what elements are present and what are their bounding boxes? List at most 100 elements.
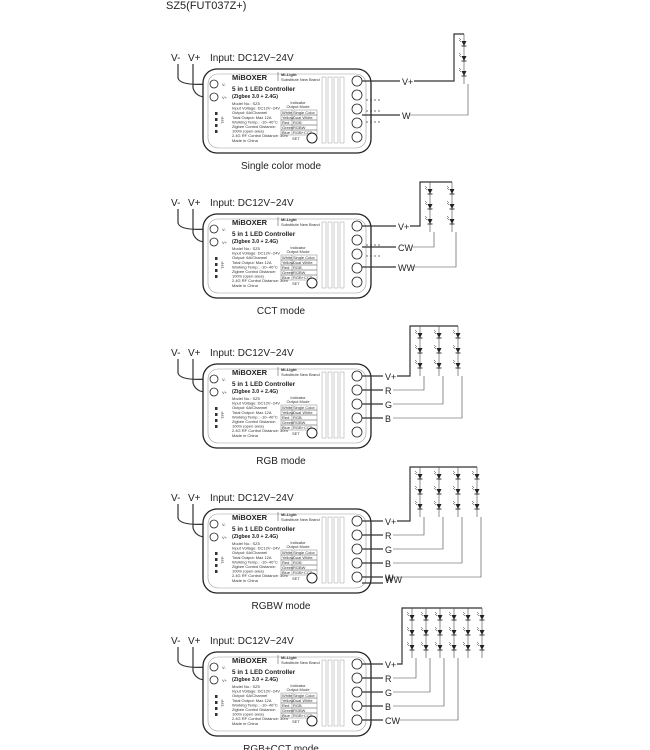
spec-line: Model No.: SZ5	[232, 246, 261, 251]
led-return-wire	[410, 84, 469, 116]
led-triangle	[417, 348, 423, 353]
mode-caption: RGB mode	[256, 456, 306, 467]
led-ray	[446, 202, 450, 206]
spec-line: 100m (open area)	[232, 569, 264, 574]
output-label: B	[385, 559, 391, 569]
led-triangle	[455, 504, 461, 509]
input-terminal-label-minus: V-	[222, 82, 226, 87]
set-button[interactable]	[306, 132, 318, 144]
indicator-color: Green	[282, 420, 293, 425]
output-terminal	[351, 686, 363, 698]
product-name: 5 in 1 LED Controller	[232, 231, 296, 238]
output-label: V+	[402, 77, 413, 87]
output-label: G	[385, 400, 392, 410]
set-button[interactable]	[306, 572, 318, 584]
led-ray	[420, 641, 424, 645]
side-indicator-pin	[215, 558, 218, 561]
led-ray	[434, 626, 438, 630]
set-button[interactable]	[306, 715, 318, 727]
output-terminal	[351, 248, 363, 260]
product-subtitle: (Zigbee 3.0 + 2.4G)	[232, 94, 278, 100]
indicator-mode: RGBW	[293, 708, 306, 713]
led-ray	[406, 613, 410, 617]
output-label: WW	[398, 263, 415, 273]
led-ray	[462, 613, 466, 617]
led-ray	[448, 626, 452, 630]
led-ray	[424, 185, 428, 189]
led-icon	[448, 611, 457, 621]
led-icon	[433, 485, 442, 495]
spec-line: 2.4G RF Control Distance: 30m	[232, 278, 288, 283]
brand-slogan-1: Mi-Light	[281, 655, 297, 660]
led-positive-rail	[397, 466, 477, 522]
led-icon	[414, 485, 423, 495]
brand-slogan-2: Substitute New Brand	[281, 222, 320, 227]
product-subtitle: (Zigbee 3.0 + 2.4G)	[232, 239, 278, 245]
led-icon	[433, 329, 442, 339]
led-ray	[424, 200, 428, 204]
led-triangle	[465, 615, 471, 620]
brand-logo: MiBOXER	[232, 368, 268, 377]
spec-line: Total Output: Max 12A	[232, 260, 272, 265]
led-ray	[462, 626, 466, 630]
led-ray	[424, 202, 428, 206]
led-ray	[433, 485, 437, 489]
indicator-color: White	[282, 550, 293, 555]
led-ray	[446, 185, 450, 189]
led-icon	[420, 641, 429, 651]
led-triangle	[436, 474, 442, 479]
indicator-title-1: Indicator	[290, 245, 306, 250]
output-label-strip	[339, 516, 345, 584]
led-icon	[458, 67, 467, 77]
product-subtitle: (Zigbee 3.0 + 2.4G)	[232, 534, 278, 540]
led-triangle	[479, 645, 485, 650]
set-button[interactable]	[306, 277, 318, 289]
input-terminal-label-plus: V+	[222, 390, 228, 395]
led-ray	[458, 39, 462, 43]
led-ray	[414, 359, 418, 363]
led-triangle	[427, 204, 433, 209]
set-button[interactable]	[306, 427, 318, 439]
led-ray	[433, 329, 437, 333]
output-label-strip	[327, 76, 333, 144]
led-icon	[452, 500, 461, 510]
indicator-row	[280, 712, 318, 719]
spec-line: Zigbee Control Distance:	[232, 707, 276, 712]
output-label: R	[385, 674, 392, 684]
led-ray	[414, 472, 418, 476]
led-triangle	[449, 219, 455, 224]
spec-line: Working Temp.: -10~40°C	[232, 559, 278, 564]
output-label-strip	[339, 76, 345, 144]
led-ray	[406, 628, 410, 632]
input-terminal-v-plus	[209, 387, 219, 397]
supply-input-label: Input: DC12V~24V	[210, 348, 294, 359]
led-triangle	[455, 489, 461, 494]
input-terminal-label-minus: V-	[222, 227, 226, 232]
led-icon	[462, 611, 471, 621]
output-terminal	[351, 103, 363, 115]
led-icon	[434, 641, 443, 651]
brand-slogan-1: Mi-Light	[281, 512, 297, 517]
brand-slogan-2: Substitute New Brand	[281, 372, 320, 377]
led-triangle	[417, 489, 423, 494]
led-triangle	[423, 630, 429, 635]
led-triangle	[423, 615, 429, 620]
indicator-title-2: Output Mode	[286, 249, 310, 254]
led-ray	[433, 361, 437, 365]
led-ray	[434, 628, 438, 632]
output-terminal	[351, 234, 363, 246]
led-ray	[414, 485, 418, 489]
led-icon	[452, 470, 461, 480]
supply-v-plus-label: V+	[188, 198, 201, 209]
led-icon	[406, 626, 415, 636]
indicator-title-2: Output Mode	[286, 544, 310, 549]
led-ray	[414, 500, 418, 504]
led-ray	[448, 643, 452, 647]
output-label-strip	[339, 659, 345, 727]
led-triangle	[436, 348, 442, 353]
indicator-color: Red	[282, 120, 289, 125]
output-terminal	[351, 672, 363, 684]
